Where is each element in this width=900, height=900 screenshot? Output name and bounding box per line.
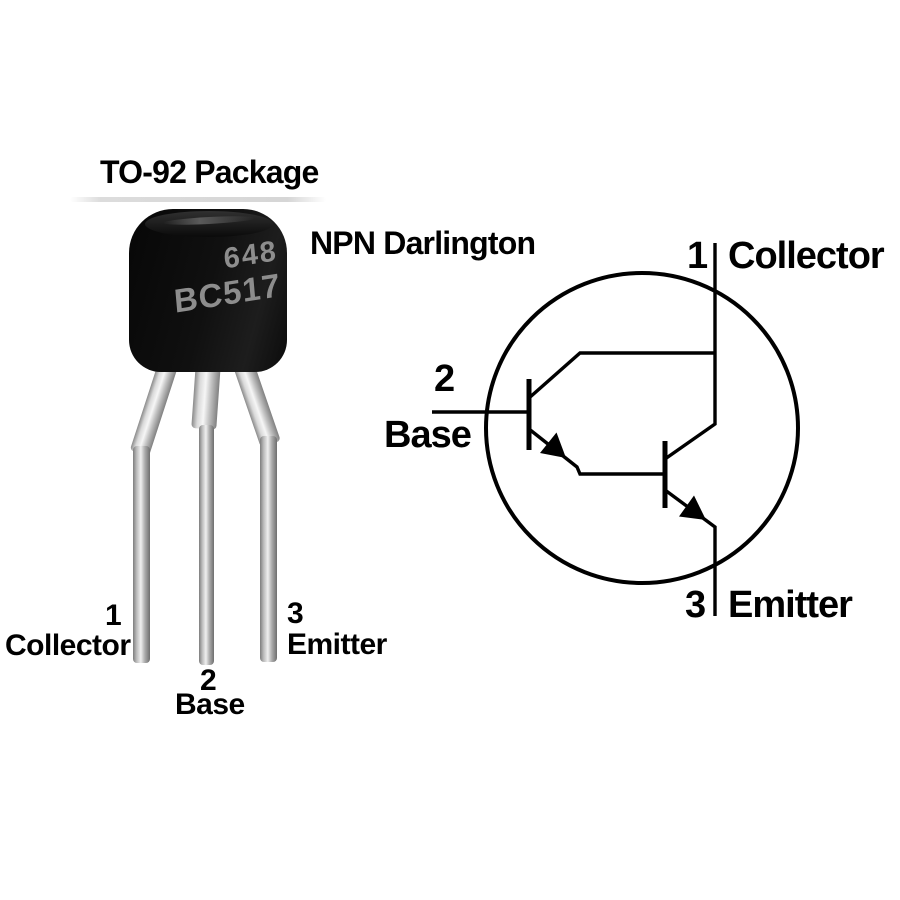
schematic-circle	[484, 271, 800, 585]
photo-shadow-line	[70, 197, 326, 202]
transistor-type-label: NPN Darlington	[310, 225, 536, 261]
schematic-pin3-number: 3	[685, 584, 706, 626]
photo-pin3-number: 3	[287, 597, 304, 630]
photo-pin1-number: 1	[105, 599, 122, 632]
transistor-body-top-face	[145, 211, 273, 237]
collector-lead-lower	[133, 446, 150, 663]
t2-emitter-line	[663, 488, 717, 616]
schematic-pin1-number: 1	[687, 235, 708, 277]
photo-pin2-name: Base	[175, 688, 245, 721]
photo-pin1-name: Collector	[5, 629, 131, 662]
t2-emitter-arrow	[679, 495, 706, 520]
photo-pin3-name: Emitter	[287, 628, 387, 661]
base-lead-lower	[199, 425, 214, 665]
emitter-lead-lower	[260, 436, 277, 662]
t2-collector-line	[664, 243, 717, 461]
t1-collector-line	[527, 351, 715, 400]
t1-emitter-arrow	[540, 432, 566, 458]
schematic-pin2-name: Base	[384, 414, 472, 456]
package-title: TO-92 Package	[100, 154, 319, 190]
transistor-body	[129, 209, 287, 372]
photo-pin2-number: 2	[200, 664, 217, 697]
schematic-pin3-name: Emitter	[728, 584, 853, 626]
schematic-pin2-number: 2	[434, 358, 455, 400]
schematic-pin1-name: Collector	[728, 235, 885, 277]
